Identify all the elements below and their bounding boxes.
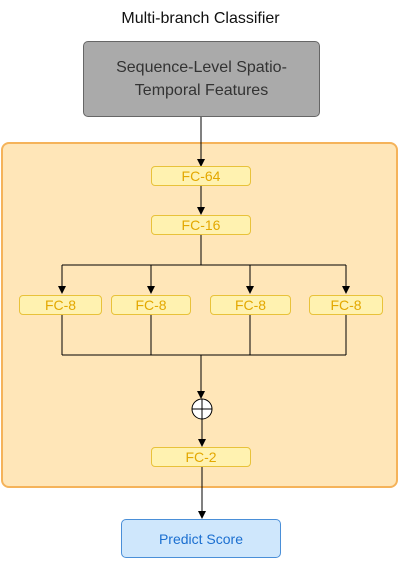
fc8-branch-3: FC-8 [210, 295, 291, 315]
diagram-title: Multi-branch Classifier [121, 10, 280, 27]
input-features-block: Sequence-Level Spatio- Temporal Features [83, 41, 320, 117]
input-features-line2: Temporal Features [134, 82, 269, 99]
fc8-branch-2: FC-8 [111, 295, 191, 315]
input-features-line1: Sequence-Level Spatio- [116, 59, 287, 76]
fc8-branch-1: FC-8 [19, 295, 102, 315]
fc2-layer: FC-2 [151, 447, 251, 467]
fc16-layer: FC-16 [151, 215, 251, 235]
input-features-label: Sequence-Level Spatio- Temporal Features [116, 56, 287, 102]
fc8-branch-4: FC-8 [309, 295, 383, 315]
predict-score-block: Predict Score [121, 519, 281, 558]
classifier-panel [1, 142, 398, 488]
fc64-layer: FC-64 [151, 166, 251, 186]
